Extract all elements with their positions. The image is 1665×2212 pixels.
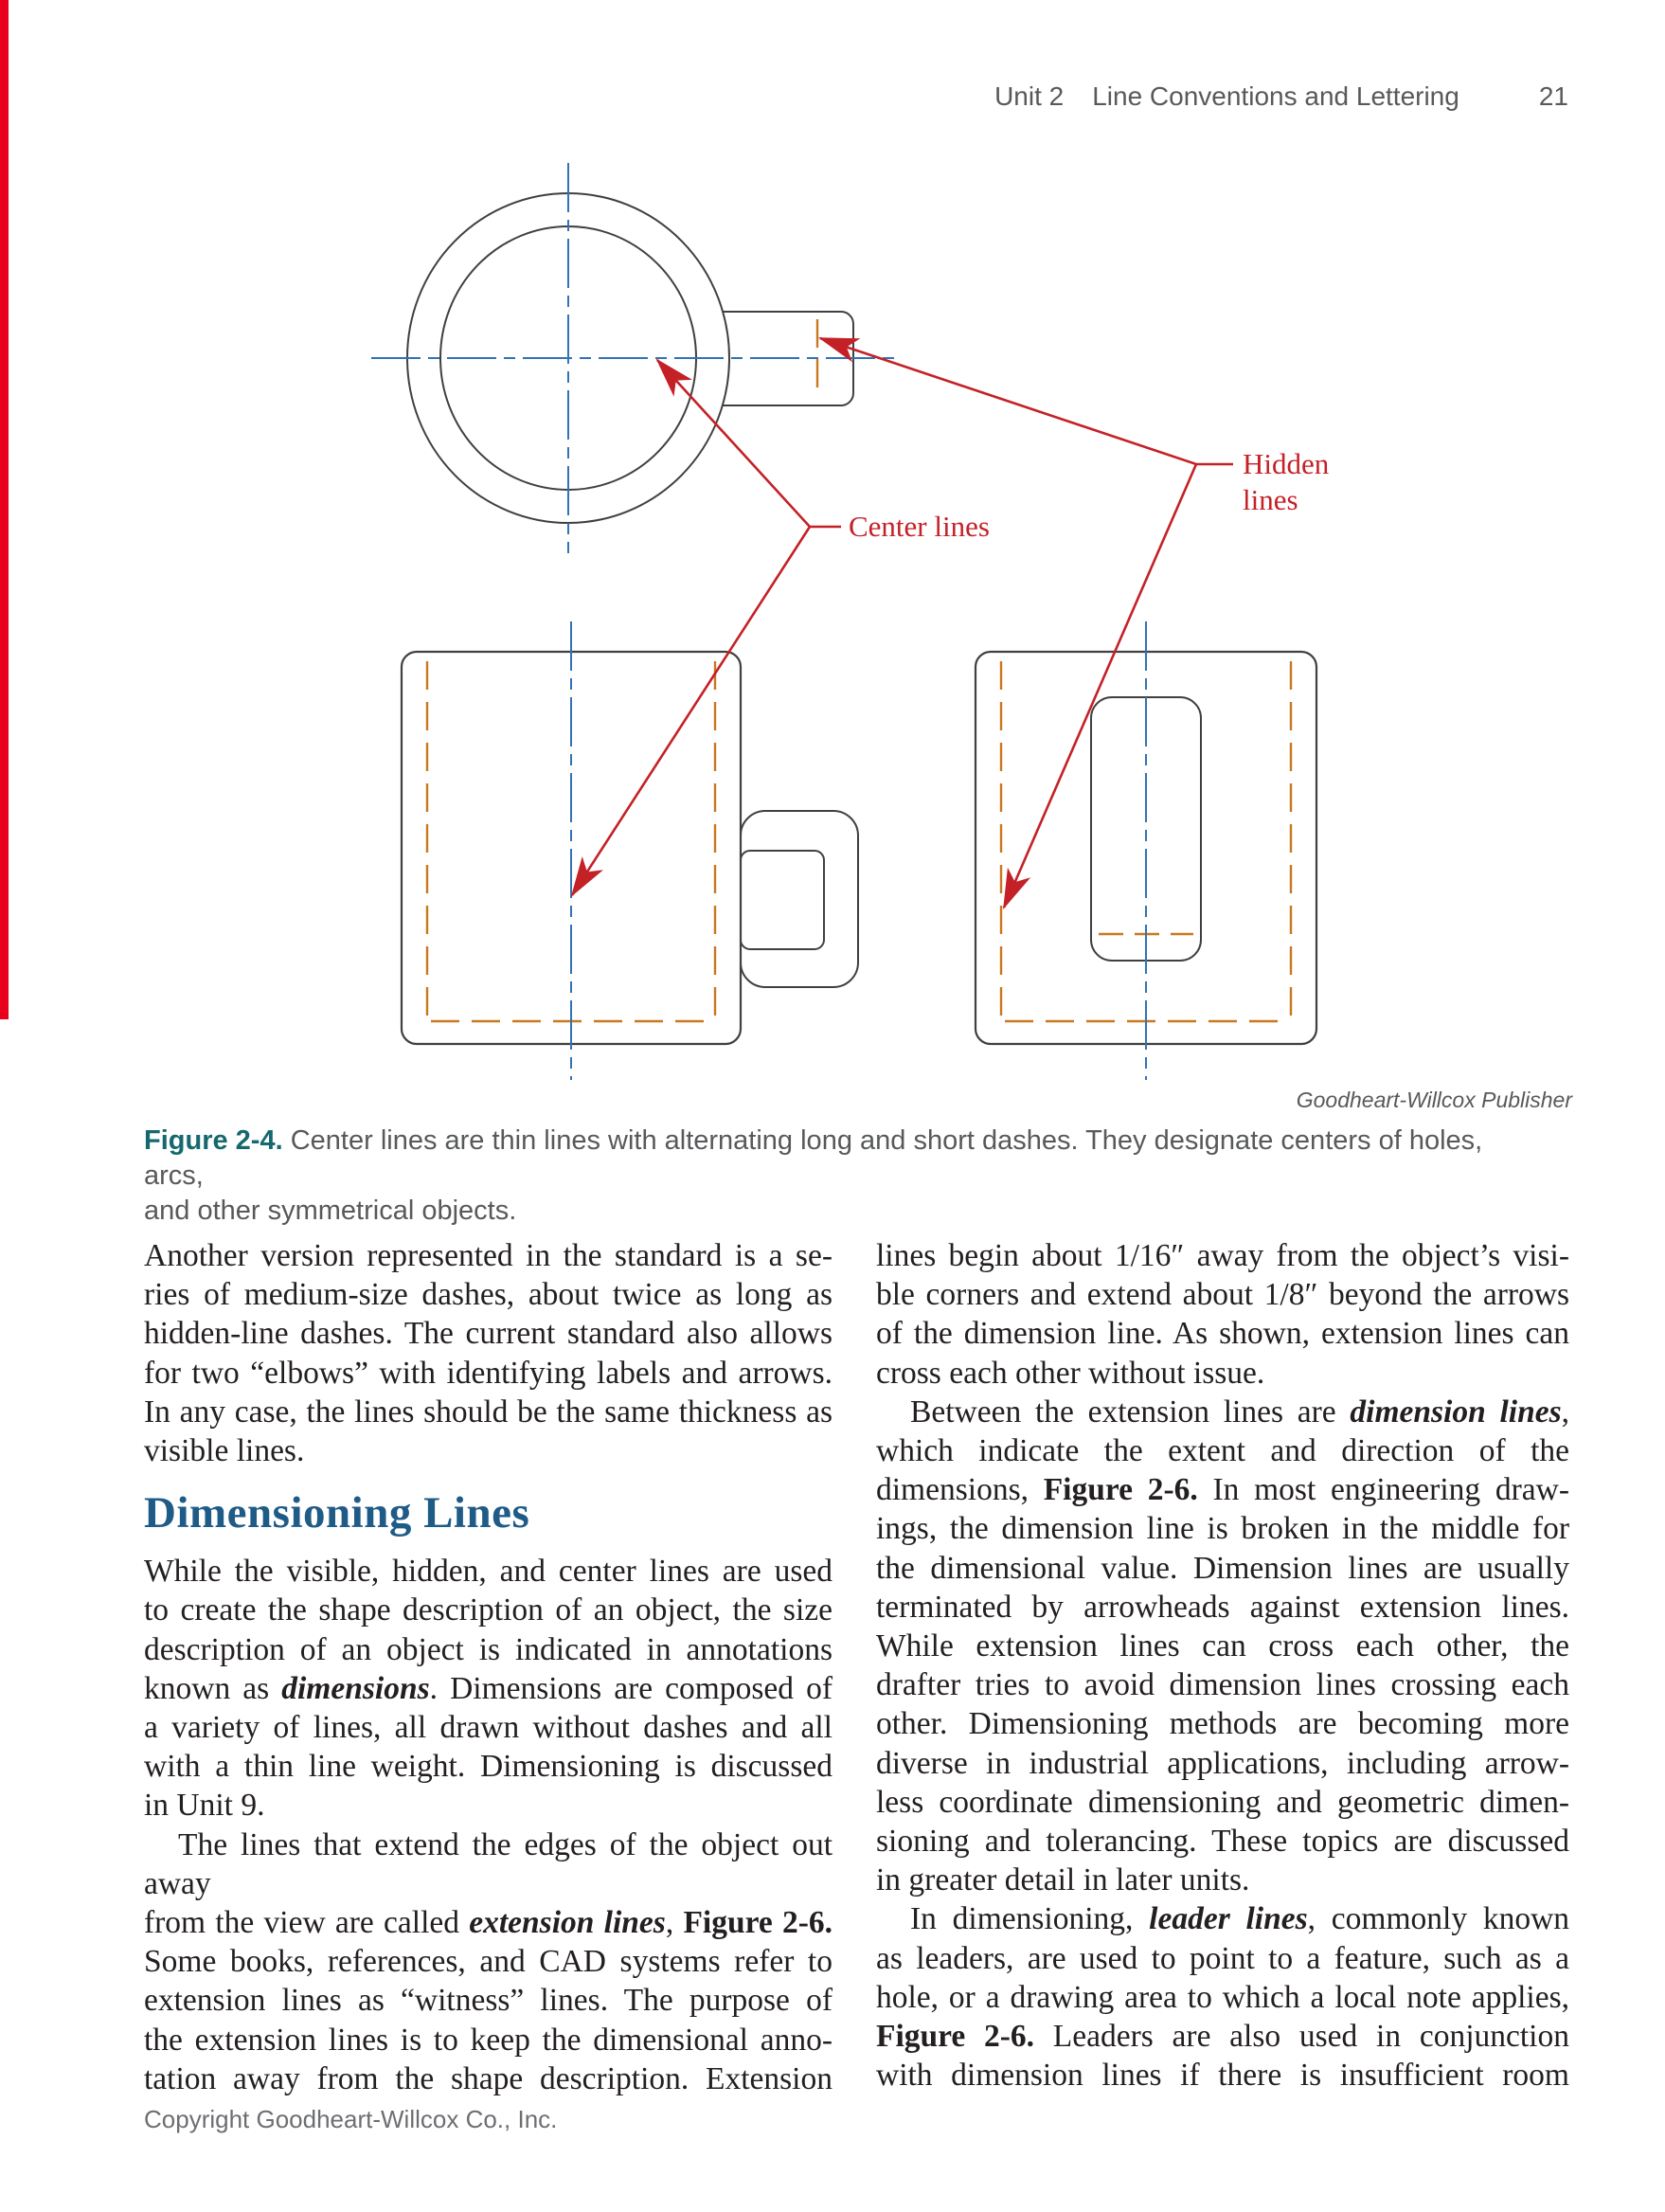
text-line: hidden-line dashes. The current standard… [144, 1316, 832, 1352]
publisher-credit: Goodheart-Willcox Publisher [1296, 1088, 1572, 1112]
side-view [974, 650, 1318, 1046]
center-lines-top-view [371, 163, 898, 553]
text-line: While the visible, hidden, and center li… [144, 1554, 832, 1590]
text-line: for two “elbows” with identifying labels… [144, 1355, 832, 1391]
figure-caption-text-line2: and other symmetrical objects. [144, 1196, 517, 1226]
unit-color-tab [0, 0, 9, 1019]
text-line: Another version represented in the stand… [144, 1238, 832, 1273]
hidden-lines-leader-top [817, 336, 1233, 466]
text-line: tation away from the shape description. … [144, 2060, 832, 2096]
text-line: diverse in industrial applications, incl… [876, 1745, 1569, 1781]
text-line: Some books, references, and CAD systems … [144, 1944, 832, 1980]
text-line: of the dimension line. As shown, extensi… [876, 1316, 1569, 1352]
text-line: with a thin line weight. Dimensioning is… [144, 1749, 832, 1785]
text-line: extension lines as “witness” lines. The … [144, 1983, 832, 2019]
text-line: in greater detail in later units. [876, 1862, 1250, 1898]
text-line: Figure 2-6. Leaders are also used in con… [876, 2019, 1569, 2055]
front-handle-inner [740, 850, 825, 950]
figure-caption-text-line1: Center lines are thin lines with alterna… [144, 1125, 1483, 1191]
text-line: ings, the dimension line is broken in th… [876, 1511, 1569, 1547]
page-footer: Copyright Goodheart-Willcox Co., Inc. [144, 2105, 558, 2133]
text-line: hole, or a drawing area to which a local… [876, 1979, 1569, 2015]
text-line: In any case, the lines should be the sam… [144, 1394, 832, 1430]
running-head: Unit 2 Line Conventions and Lettering 21 [994, 81, 1568, 112]
text-line: the extension lines is to keep the dimen… [144, 2022, 832, 2058]
hidden-lines-label-word2: lines [1243, 483, 1298, 516]
hidden-lines-leader-side [1002, 463, 1198, 910]
text-line: In dimensioning, leader lines, commonly … [910, 1901, 1570, 1937]
text-line: other. Dimensioning methods are becoming… [876, 1706, 1569, 1742]
text-line: less coordinate dimensioning and geometr… [876, 1784, 1569, 1820]
text-line: drafter tries to avoid dimension lines c… [876, 1667, 1569, 1703]
chapter-title: Line Conventions and Lettering [1092, 81, 1459, 111]
body-column-right: lines begin about 1/16″ away from the ob… [876, 1236, 1569, 2095]
text-line: The lines that extend the edges of the o… [144, 1826, 832, 1901]
hidden-lines-label-word1: Hidden [1243, 447, 1330, 480]
text-line: a variety of lines, all drawn without da… [144, 1710, 832, 1746]
text-line: terminated by arrowheads against extensi… [876, 1589, 1569, 1625]
text-line: description of an object is indicated in… [144, 1631, 832, 1667]
text-line: ble corners and extend about 1/8″ beyond… [876, 1277, 1569, 1313]
text-line: ries of medium-size dashes, about twice … [144, 1277, 832, 1313]
text-line: known as dimensions. Dimensions are comp… [144, 1670, 832, 1706]
text-line: While extension lines can cross each oth… [876, 1628, 1569, 1664]
figure-caption: Figure 2-4. Center lines are thin lines … [144, 1124, 1508, 1229]
figure-caption-label: Figure 2-4. [144, 1125, 283, 1156]
unit-label: Unit 2 [994, 81, 1065, 111]
page-number: 21 [1538, 81, 1568, 111]
center-lines-leader-front [570, 526, 812, 897]
text-line: cross each other without issue. [876, 1355, 1265, 1391]
body-column-left: Another version represented in the stand… [144, 1236, 832, 2098]
text-line: Between the extension lines are dimensio… [910, 1394, 1569, 1430]
text-line: to create the shape description of an ob… [144, 1592, 832, 1628]
text-line: dimensions, Figure 2-6. In most engineer… [876, 1472, 1569, 1508]
section-heading: Dimensioning Lines [144, 1488, 530, 1538]
text-line: lines begin about 1/16″ away from the ob… [876, 1238, 1569, 1273]
text-line: in Unit 9. [144, 1788, 265, 1824]
text-line: with dimension lines if there is insuffi… [876, 2058, 1569, 2094]
text-line: the dimensional value. Dimension lines a… [876, 1550, 1569, 1586]
annotation-leaders [570, 336, 1233, 910]
text-line: sioning and tolerancing. These topics ar… [876, 1824, 1569, 1860]
figure-drawing: Center lines Hidden lines [371, 163, 1330, 1080]
text-line: as leaders, are used to point to a featu… [876, 1940, 1569, 1976]
text-line: from the view are called extension lines… [144, 1905, 832, 1941]
text-line: visible lines. [144, 1433, 305, 1469]
front-view [400, 650, 859, 1046]
center-lines-label: Center lines [849, 510, 990, 543]
text-line: which indicate the extent and direction … [876, 1433, 1569, 1469]
